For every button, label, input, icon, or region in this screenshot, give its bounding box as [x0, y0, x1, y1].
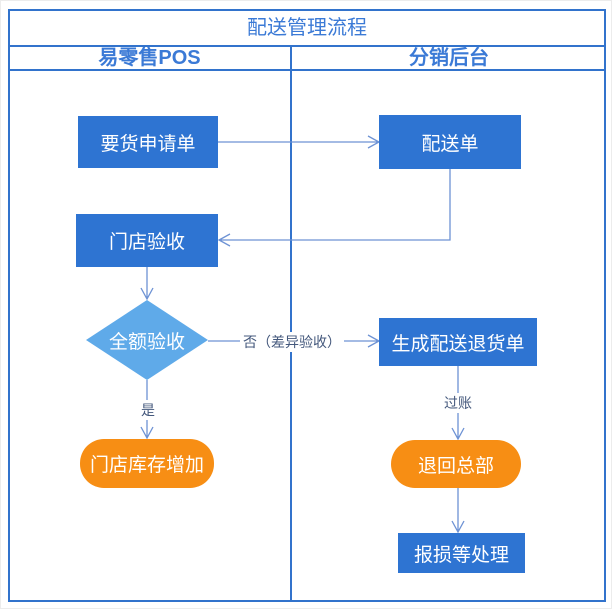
lane-header-pos: 易零售POS — [98, 47, 201, 69]
node-store-inventory-increase: 门店库存增加 — [80, 439, 214, 488]
page-title: 配送管理流程 — [247, 17, 367, 39]
header-divider-line — [8, 69, 606, 71]
node-return-to-headquarters: 退回总部 — [391, 440, 521, 488]
lane-divider-line — [290, 47, 292, 602]
edge-label-posting: 过账 — [441, 393, 475, 413]
title-divider-line — [8, 45, 606, 47]
frame-border — [8, 9, 606, 602]
node-goods-request: 要货申请单 — [78, 116, 218, 168]
node-store-acceptance: 门店验收 — [76, 214, 218, 267]
edge-label-no-diff: 否（差异验收） — [240, 332, 344, 352]
node-delivery-order: 配送单 — [379, 115, 521, 169]
node-generate-return-order: 生成配送退货单 — [379, 318, 537, 366]
lane-header-backend: 分销后台 — [409, 47, 489, 69]
node-loss-handling: 报损等处理 — [398, 533, 525, 573]
edge-label-yes: 是 — [138, 400, 158, 420]
